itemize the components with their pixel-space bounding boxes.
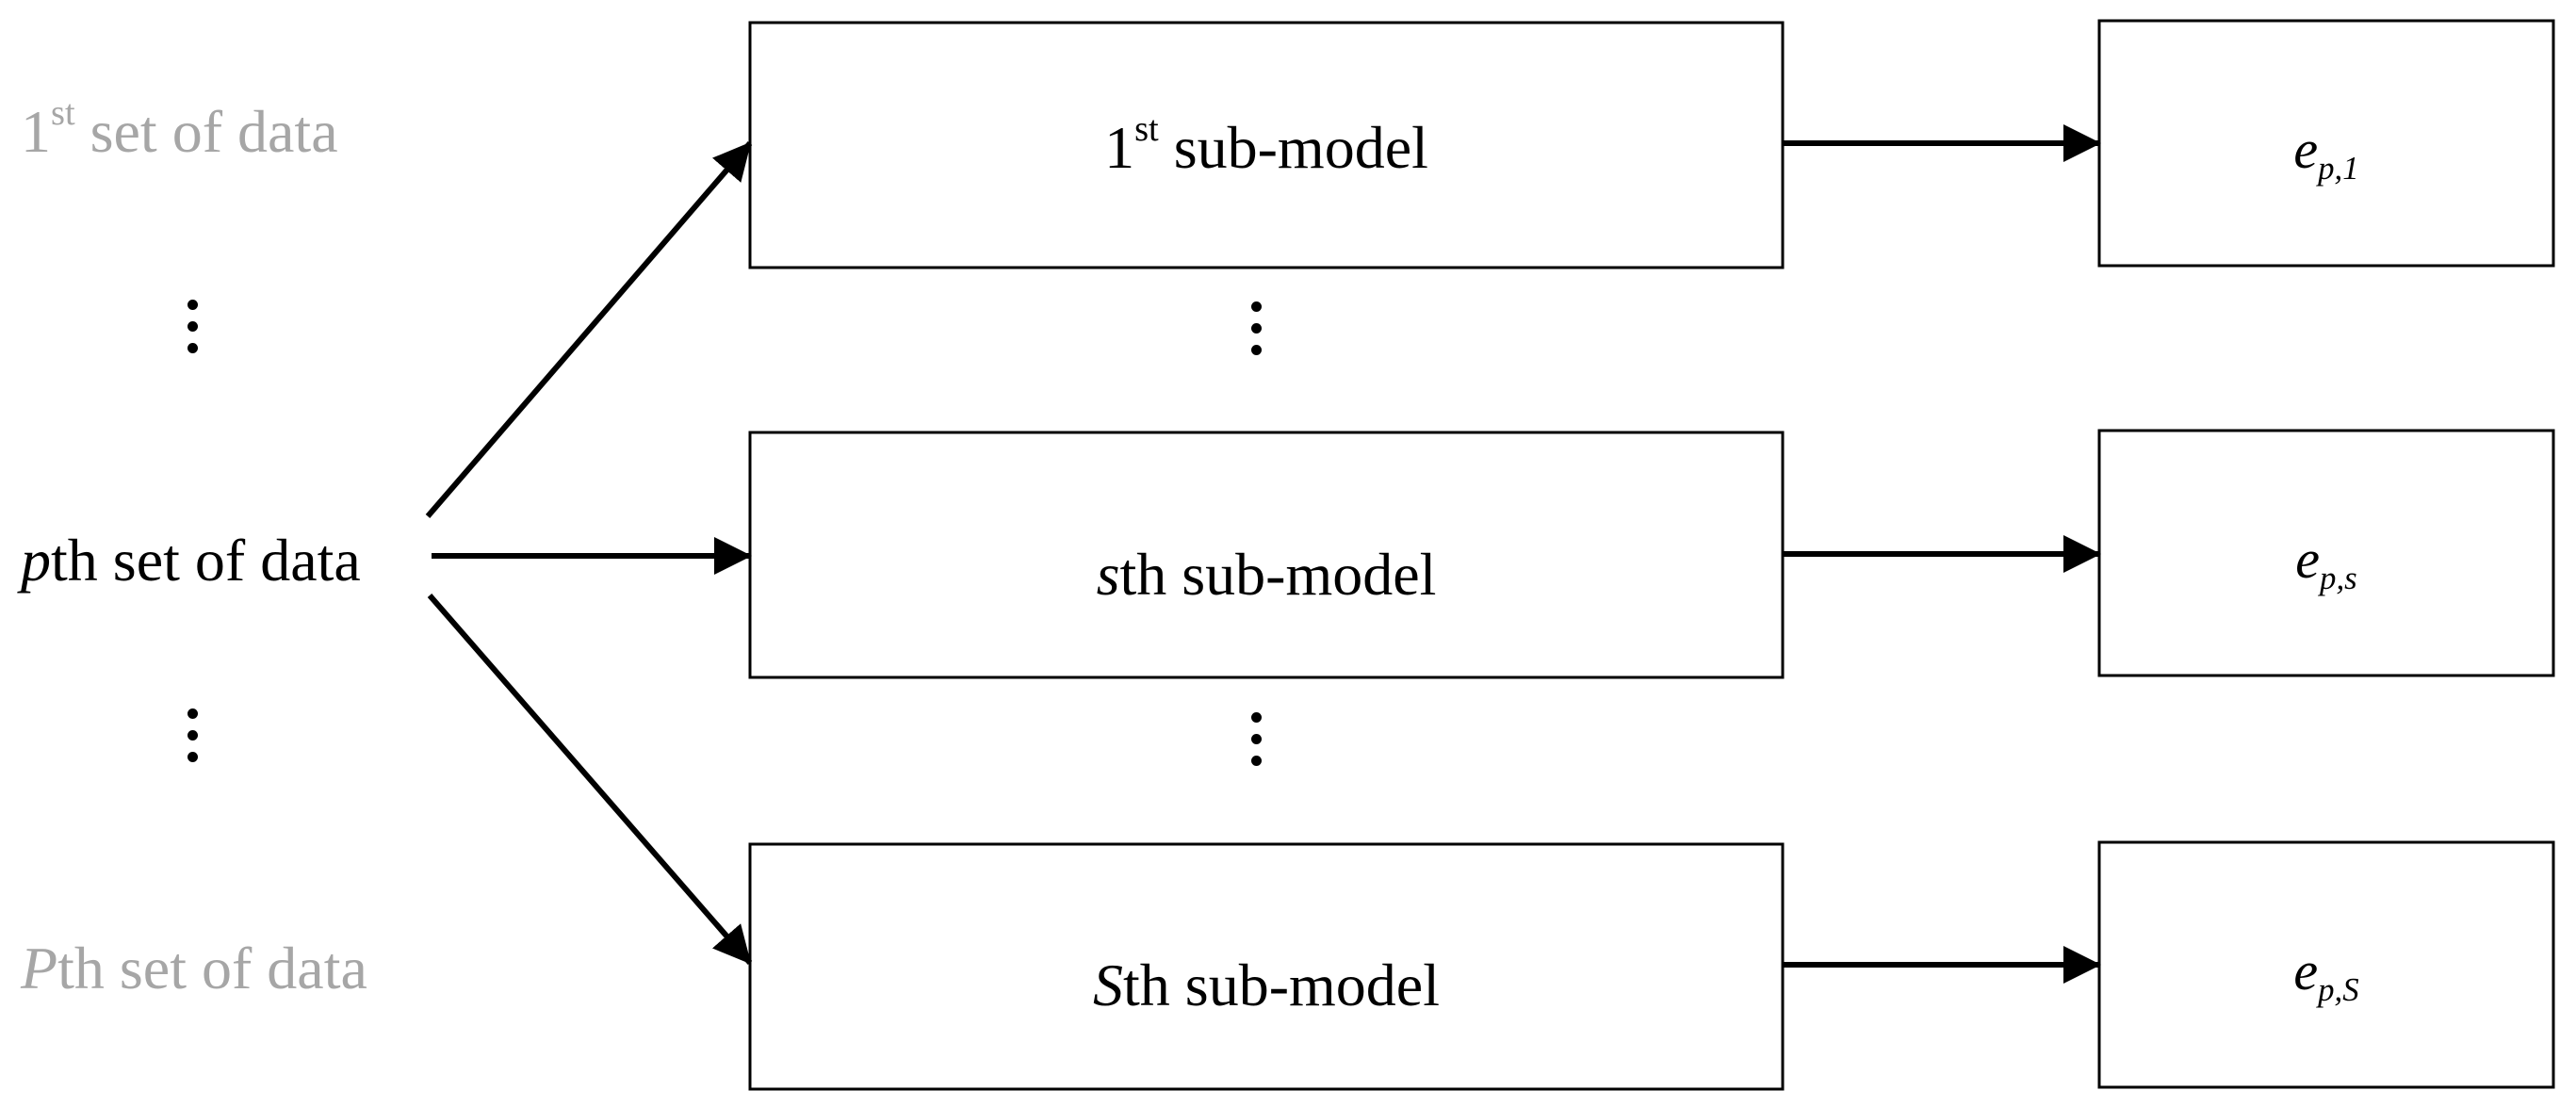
- input-1st-sup: st: [51, 93, 75, 134]
- arrow-to-submodel-1: [425, 141, 753, 518]
- output-1-sub: p,1: [2318, 150, 2359, 187]
- output-label-S: ep,S: [2099, 944, 2553, 1007]
- submodel-sth-rest: th sub-model: [1119, 541, 1437, 608]
- vertical-ellipsis-left-lower: [187, 708, 200, 773]
- output-label-1: ep,1: [2099, 119, 2553, 186]
- input-label-1st: 1st set of data: [21, 95, 338, 162]
- submodel-1st-num: 1: [1104, 114, 1135, 181]
- vertical-ellipsis-middle-lower: [1250, 712, 1264, 777]
- submodel-label-sth: sth sub-model: [750, 545, 1783, 605]
- output-1-base: e: [2293, 119, 2319, 180]
- output-s-sub: p,s: [2320, 560, 2357, 597]
- submodel-Sth-var: S: [1093, 952, 1124, 1018]
- input-Pth-rest: th set of data: [57, 935, 367, 1001]
- input-pth-var: p: [21, 527, 51, 594]
- submodel-Sth-rest: th sub-model: [1123, 952, 1440, 1018]
- output-S-base: e: [2293, 940, 2319, 1001]
- output-S-sub: p,S: [2318, 971, 2359, 1009]
- input-label-pth: pth set of data: [21, 530, 361, 591]
- submodel-sth-var: s: [1096, 541, 1120, 608]
- submodel-1st-sup: st: [1134, 109, 1159, 150]
- input-label-Pth: Pth set of data: [21, 938, 367, 999]
- output-label-s: ep,s: [2099, 529, 2553, 595]
- arrow-to-submodel-S: [427, 594, 753, 965]
- input-pth-rest: th set of data: [51, 527, 361, 594]
- input-1st-num: 1: [21, 98, 51, 165]
- vertical-ellipsis-left-upper: [187, 300, 200, 365]
- submodel-1st-rest: sub-model: [1158, 114, 1428, 181]
- submodel-label-1st: 1st sub-model: [750, 111, 1783, 178]
- output-s-base: e: [2295, 529, 2321, 590]
- input-1st-rest: set of data: [74, 98, 338, 165]
- vertical-ellipsis-middle-upper: [1250, 301, 1264, 366]
- submodel-label-Sth: Sth sub-model: [750, 955, 1783, 1016]
- input-Pth-var: P: [21, 935, 58, 1001]
